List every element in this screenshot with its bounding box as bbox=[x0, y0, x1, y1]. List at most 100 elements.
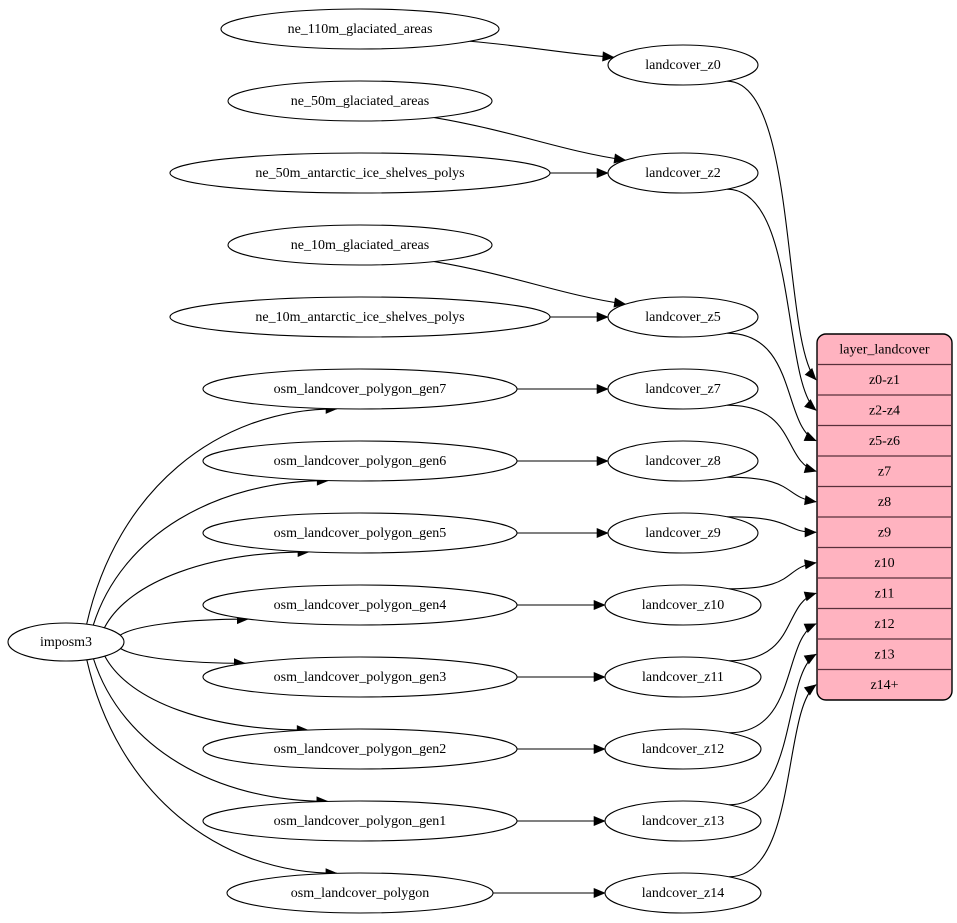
node-osm_landcover_polygon[interactable]: osm_landcover_polygon bbox=[226, 872, 494, 914]
edge-landcover_z10-to-z10-arrowhead bbox=[804, 559, 817, 570]
node-osm_landcover_polygon-label: osm_landcover_polygon bbox=[291, 886, 429, 901]
node-ne_50m_antarctic_ice_shelves_polys-shape[interactable] bbox=[169, 152, 551, 194]
node-landcover_z12[interactable]: landcover_z12 bbox=[604, 728, 762, 770]
layer-table-row-z7[interactable]: z7 bbox=[878, 464, 891, 479]
layer-table-row-z11[interactable]: z11 bbox=[875, 586, 895, 601]
node-landcover_z13[interactable]: landcover_z13 bbox=[604, 800, 762, 842]
node-osm_landcover_polygon_gen3-shape[interactable] bbox=[202, 656, 518, 698]
node-osm_landcover_polygon_gen6-label: osm_landcover_polygon_gen6 bbox=[274, 454, 447, 469]
layer-table-row-z13[interactable]: z13 bbox=[874, 647, 894, 662]
node-osm_landcover_polygon_gen5-shape[interactable] bbox=[202, 512, 518, 554]
edge-osm_landcover_polygon_gen2-to-landcover_z12-arrowhead bbox=[593, 743, 606, 755]
nodes-layer: imposm3 ne_110m_glaciated_areas ne_50m_gla… bbox=[7, 8, 762, 914]
node-landcover_z9-shape[interactable] bbox=[607, 512, 759, 554]
edge-ne_50m_glaciated_areas-to-landcover_z2 bbox=[434, 116, 626, 161]
edge-osm_landcover_polygon_gen7-to-landcover_z7-arrowhead bbox=[596, 383, 609, 395]
layer-table-row-z2-z4[interactable]: z2-z4 bbox=[869, 403, 900, 418]
edge-landcover_z5-to-z5-z6-arrowhead bbox=[803, 431, 817, 442]
edge-landcover_z5-to-z5-z6 bbox=[727, 332, 817, 442]
node-landcover_z14-shape[interactable] bbox=[604, 872, 762, 914]
node-osm_landcover_polygon_gen2[interactable]: osm_landcover_polygon_gen2 bbox=[202, 728, 518, 770]
node-osm_landcover_polygon_gen4[interactable]: osm_landcover_polygon_gen4 bbox=[202, 584, 518, 626]
edge-imposm3-to-osm_landcover_polygon_gen1 bbox=[92, 658, 328, 802]
node-landcover_z8[interactable]: landcover_z8 bbox=[607, 440, 759, 482]
node-ne_10m_antarctic_ice_shelves_polys[interactable]: ne_10m_antarctic_ice_shelves_polys bbox=[169, 296, 551, 338]
node-ne_10m_glaciated_areas-shape[interactable] bbox=[227, 224, 493, 266]
node-ne_10m_antarctic_ice_shelves_polys-shape[interactable] bbox=[169, 296, 551, 338]
layer-table-row-z9[interactable]: z9 bbox=[878, 525, 891, 540]
node-landcover_z10-shape[interactable] bbox=[604, 584, 762, 626]
node-landcover_z7-shape[interactable] bbox=[607, 368, 759, 410]
node-ne_50m_antarctic_ice_shelves_polys[interactable]: ne_50m_antarctic_ice_shelves_polys bbox=[169, 152, 551, 194]
node-osm_landcover_polygon_gen5[interactable]: osm_landcover_polygon_gen5 bbox=[202, 512, 518, 554]
node-ne_110m_glaciated_areas-label: ne_110m_glaciated_areas bbox=[288, 22, 433, 37]
edge-imposm3-to-osm_landcover_polygon_gen3 bbox=[120, 648, 246, 664]
layer-table-row-z12[interactable]: z12 bbox=[874, 617, 894, 632]
edge-osm_landcover_polygon_gen1-to-landcover_z13-arrowhead bbox=[593, 815, 606, 827]
node-landcover_z10-label: landcover_z10 bbox=[642, 598, 724, 613]
node-osm_landcover_polygon_gen7-shape[interactable] bbox=[202, 368, 518, 410]
layer-table-row-z0-z1[interactable]: z0-z1 bbox=[869, 373, 900, 388]
edge-ne_50m_antarctic_ice_shelves_polys-to-landcover_z2-arrowhead bbox=[596, 167, 609, 179]
edge-landcover_z11-to-z11-arrowhead bbox=[803, 591, 817, 602]
node-osm_landcover_polygon_gen3[interactable]: osm_landcover_polygon_gen3 bbox=[202, 656, 518, 698]
node-landcover_z10[interactable]: landcover_z10 bbox=[604, 584, 762, 626]
node-osm_landcover_polygon-shape[interactable] bbox=[226, 872, 494, 914]
node-landcover_z0-shape[interactable] bbox=[607, 44, 759, 86]
edge-landcover_z14-to-z14+-arrowhead bbox=[803, 684, 817, 696]
edge-landcover_z13-to-z13 bbox=[728, 653, 817, 806]
edge-osm_landcover_polygon_gen4-to-landcover_z10-arrowhead bbox=[593, 599, 606, 611]
node-osm_landcover_polygon_gen1-label: osm_landcover_polygon_gen1 bbox=[274, 814, 447, 829]
layer-table-row-z14+[interactable]: z14+ bbox=[870, 678, 898, 693]
node-landcover_z2-label: landcover_z2 bbox=[645, 166, 720, 181]
node-osm_landcover_polygon_gen2-label: osm_landcover_polygon_gen2 bbox=[274, 742, 447, 757]
node-landcover_z7-label: landcover_z7 bbox=[645, 382, 720, 397]
node-landcover_z11-shape[interactable] bbox=[604, 656, 762, 698]
node-imposm3[interactable]: imposm3 bbox=[7, 622, 125, 662]
node-ne_10m_antarctic_ice_shelves_polys-label: ne_10m_antarctic_ice_shelves_polys bbox=[255, 310, 464, 325]
node-osm_landcover_polygon_gen6-shape[interactable] bbox=[202, 440, 518, 482]
node-landcover_z9[interactable]: landcover_z9 bbox=[607, 512, 759, 554]
edge-landcover_z12-to-z12-arrowhead bbox=[803, 623, 817, 633]
node-landcover_z5-label: landcover_z5 bbox=[645, 310, 720, 325]
node-landcover_z11[interactable]: landcover_z11 bbox=[604, 656, 762, 698]
node-osm_landcover_polygon_gen1-shape[interactable] bbox=[202, 800, 518, 842]
layer-table-row-z5-z6[interactable]: z5-z6 bbox=[869, 434, 900, 449]
node-ne_50m_glaciated_areas[interactable]: ne_50m_glaciated_areas bbox=[227, 80, 493, 122]
edge-imposm3-to-osm_landcover_polygon_gen2 bbox=[104, 655, 309, 731]
node-osm_landcover_polygon_gen6[interactable]: osm_landcover_polygon_gen6 bbox=[202, 440, 518, 482]
node-landcover_z14-label: landcover_z14 bbox=[642, 886, 724, 901]
edge-landcover_z0-to-z0-z1 bbox=[727, 80, 817, 381]
node-ne_110m_glaciated_areas-shape[interactable] bbox=[220, 8, 500, 50]
node-osm_landcover_polygon_gen5-label: osm_landcover_polygon_gen5 bbox=[274, 526, 447, 541]
edge-imposm3-to-osm_landcover_polygon bbox=[86, 659, 337, 874]
edge-landcover_z7-to-z7-arrowhead bbox=[803, 463, 817, 473]
node-landcover_z2[interactable]: landcover_z2 bbox=[607, 152, 759, 194]
edge-osm_landcover_polygon-to-landcover_z14-arrowhead bbox=[593, 887, 606, 899]
layer-table-row-z8[interactable]: z8 bbox=[878, 495, 891, 510]
node-ne_50m_glaciated_areas-shape[interactable] bbox=[227, 80, 493, 122]
node-landcover_z12-shape[interactable] bbox=[604, 728, 762, 770]
node-imposm3-shape[interactable] bbox=[7, 622, 125, 662]
node-ne_10m_glaciated_areas[interactable]: ne_10m_glaciated_areas bbox=[227, 224, 493, 266]
node-osm_landcover_polygon_gen7[interactable]: osm_landcover_polygon_gen7 bbox=[202, 368, 518, 410]
node-landcover_z13-shape[interactable] bbox=[604, 800, 762, 842]
node-osm_landcover_polygon_gen1[interactable]: osm_landcover_polygon_gen1 bbox=[202, 800, 518, 842]
node-ne_110m_glaciated_areas[interactable]: ne_110m_glaciated_areas bbox=[220, 8, 500, 50]
node-landcover_z2-shape[interactable] bbox=[607, 152, 759, 194]
edge-osm_landcover_polygon_gen6-to-landcover_z8-arrowhead bbox=[596, 455, 609, 467]
node-landcover_z5-shape[interactable] bbox=[607, 296, 759, 338]
layer-table-title: layer_landcover bbox=[839, 342, 930, 357]
node-landcover_z14[interactable]: landcover_z14 bbox=[604, 872, 762, 914]
edge-landcover_z2-to-z2-z4-arrowhead bbox=[804, 399, 817, 411]
node-landcover_z8-shape[interactable] bbox=[607, 440, 759, 482]
node-landcover_z5[interactable]: landcover_z5 bbox=[607, 296, 759, 338]
layer-table-row-z10[interactable]: z10 bbox=[874, 556, 894, 571]
node-osm_landcover_polygon_gen2-shape[interactable] bbox=[202, 728, 518, 770]
layer-landcover-table: layer_landcover z0-z1 z2-z4 z5-z6 z7 z8 z9 z10 z… bbox=[816, 333, 953, 701]
node-landcover_z7[interactable]: landcover_z7 bbox=[607, 368, 759, 410]
edge-ne_10m_glaciated_areas-to-landcover_z5 bbox=[434, 260, 626, 305]
edge-imposm3-to-osm_landcover_polygon_gen5 bbox=[103, 551, 309, 629]
node-osm_landcover_polygon_gen4-shape[interactable] bbox=[202, 584, 518, 626]
node-landcover_z0[interactable]: landcover_z0 bbox=[607, 44, 759, 86]
